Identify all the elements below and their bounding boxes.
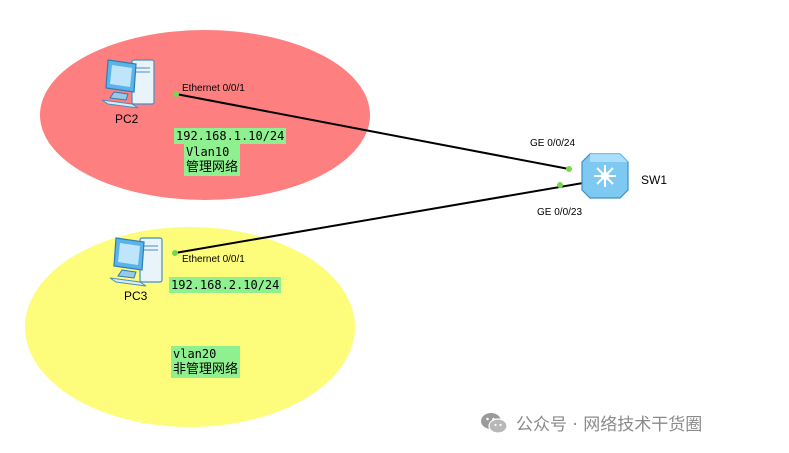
sw1-port-24-label: GE 0/0/24	[530, 138, 575, 149]
vlan10-name: Vlan10	[186, 145, 230, 159]
vlan10-note: Vlan10 管理网络	[184, 144, 241, 176]
vlan10-desc: 管理网络	[186, 160, 239, 175]
port-dot-pc2	[173, 91, 179, 97]
pc-icon[interactable]	[109, 237, 163, 287]
vlan20-desc: 非管理网络	[173, 362, 239, 377]
sw1-port-23-label: GE 0/0/23	[537, 207, 582, 218]
port-dot-sw1-23	[557, 182, 563, 188]
pc3-label: PC3	[124, 289, 148, 303]
switch-icon[interactable]	[581, 153, 629, 199]
vlan20-note: vlan20 非管理网络	[171, 346, 241, 378]
pc2-ip: 192.168.1.10/24	[176, 129, 285, 143]
watermark: 公众号 · 网络技术干货圈	[480, 410, 702, 435]
port-dot-pc3	[172, 250, 178, 256]
vlan20-name: vlan20	[173, 347, 217, 361]
sw1-label: SW1	[641, 173, 667, 187]
pc-icon[interactable]	[101, 59, 155, 109]
wechat-icon	[481, 412, 508, 434]
pc3-port-label: Ethernet 0/0/1	[182, 254, 245, 265]
pc2-ip-note: 192.168.1.10/24	[174, 128, 287, 144]
pc3-ip-note: 192.168.2.10/24	[169, 277, 282, 293]
pc3-ip: 192.168.2.10/24	[171, 278, 280, 292]
watermark-text: 公众号 · 网络技术干货圈	[516, 415, 703, 435]
pc2-label: PC2	[115, 112, 139, 126]
port-dot-sw1-24	[566, 166, 572, 172]
link-pc3-sw1	[174, 182, 584, 254]
link-pc2-sw1	[175, 93, 570, 170]
pc2-port-label: Ethernet 0/0/1	[182, 83, 245, 94]
